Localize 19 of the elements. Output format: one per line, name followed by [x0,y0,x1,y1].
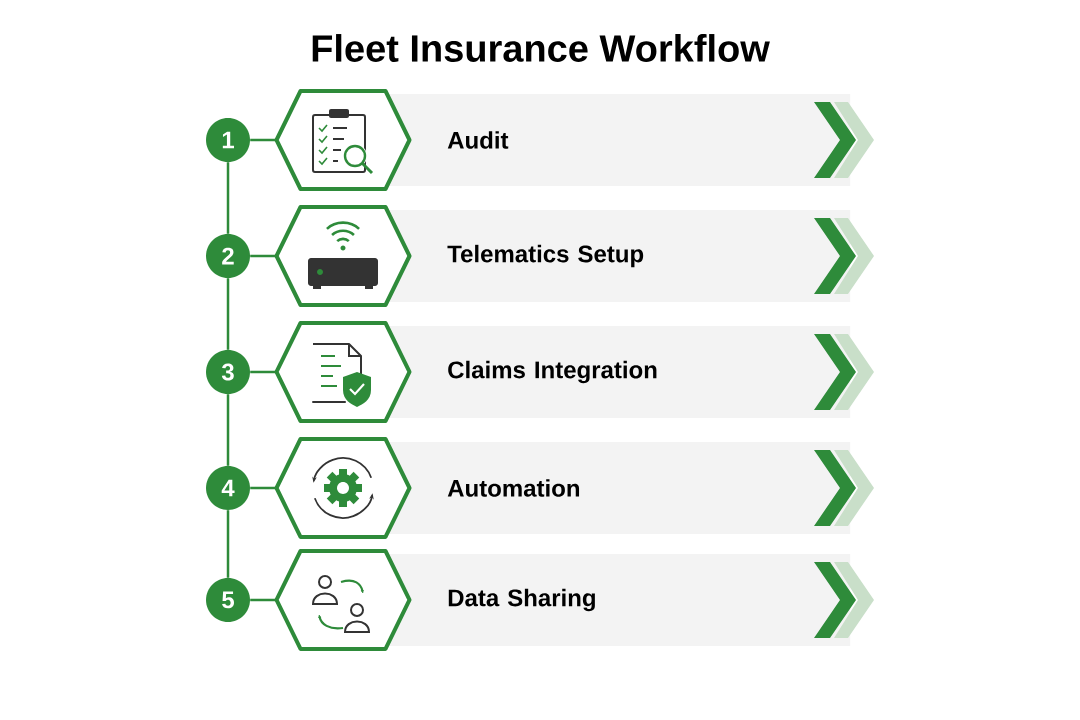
connector-line [250,138,277,142]
step-band: Audit [370,94,851,186]
step-band: Telematics Setup [370,210,851,302]
connector-line [226,278,230,350]
connector-line [250,598,277,602]
connector-line [250,486,277,490]
connector-line [226,394,230,466]
step-band: Automation [370,442,851,534]
hexagon-frame [274,437,412,539]
title: Fleet Insurance Workflow [312,34,770,62]
connector-line [250,254,277,258]
connector-line [226,510,230,578]
hexagon-frame [274,321,412,423]
connector-line [226,162,230,234]
connector-line [250,370,277,374]
hexagon-frame [274,549,412,651]
step-band: Claims Integration [370,326,851,418]
hexagon-frame [274,89,412,191]
step-band: Data Sharing [370,554,851,646]
